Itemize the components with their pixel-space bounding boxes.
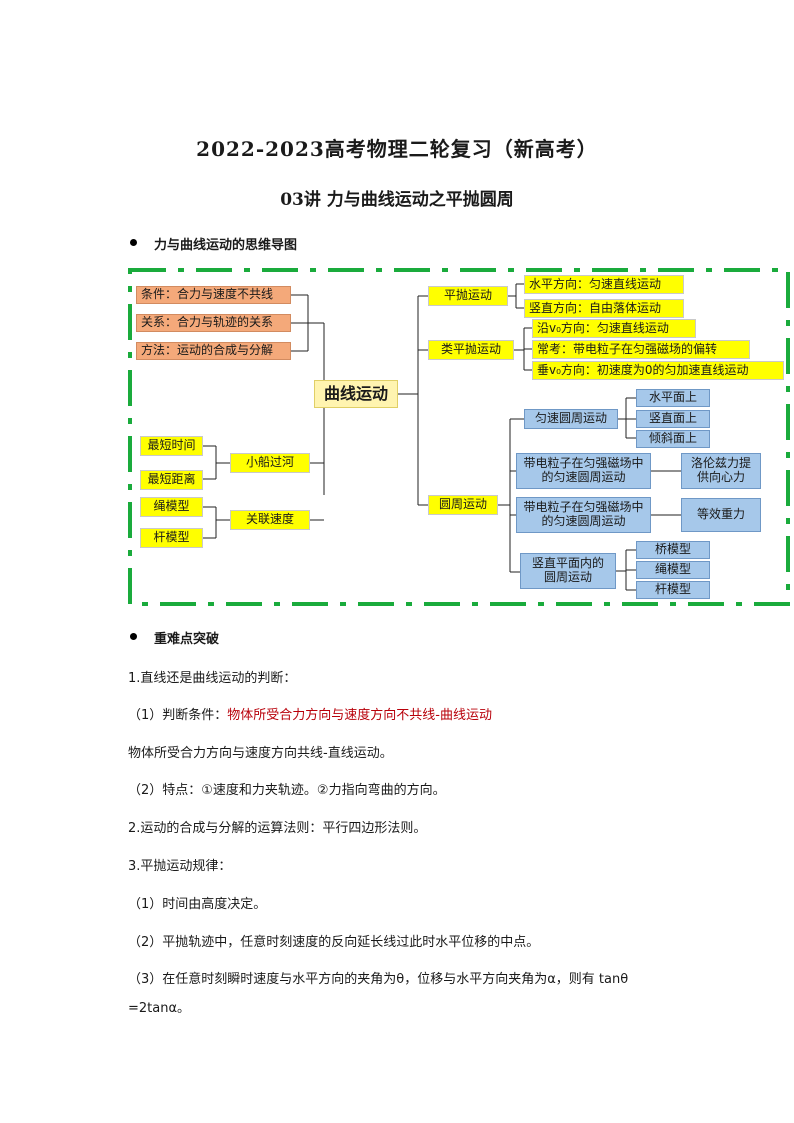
boat-crossing-node: 小船过河 [230,453,310,473]
charged-particle-node-2: 带电粒子在匀强磁场中的匀速圆周运动 [516,497,651,533]
paragraph-4: （2）特点：①速度和力夹轨迹。②力指向弯曲的方向。 [128,783,446,798]
condition-node: 条件：合力与速度不共线 [136,286,291,304]
bridge-model-node: 桥模型 [636,541,710,559]
connector-lines [203,283,681,591]
paragraph-5: 2.运动的合成与分解的运算法则：平行四边形法则。 [128,821,427,836]
vertical-circle-node: 竖直平面内的圆周运动 [520,553,616,589]
paragraph-6: 3.平抛运动规律： [128,859,232,874]
mind-map: 条件：合力与速度不共线 关系：合力与轨迹的关系 方法：运动的合成与分解 曲线运动… [128,268,790,606]
common-exam-node: 常考：带电粒子在匀强磁场的偏转 [532,340,750,359]
lecture-subtitle: 03讲 力与曲线运动之平抛圆周 [280,190,514,210]
linked-velocity-node: 关联速度 [230,510,310,530]
uniform-circular-node: 匀速圆周运动 [524,409,618,429]
paragraph-2-highlight: 物体所受合力方向与速度方向不共线-曲线运动 [227,708,492,723]
bullet-icon [130,633,137,640]
relation-node: 关系：合力与轨迹的关系 [136,314,291,332]
bullet-icon [130,239,137,246]
paragraph-8: （2）平抛轨迹中，任意时刻速度的反向延长线过此时水平位移的中点。 [128,935,540,950]
paragraph-2-prefix: （1）判断条件： [128,708,228,723]
horizontal-plane-node: 水平面上 [636,389,710,407]
key-points-heading-text: 重难点突破 [154,632,220,647]
shortest-distance-node: 最短距离 [140,470,203,490]
rope-model-node: 绳模型 [140,497,203,517]
charged-particle-node-1: 带电粒子在匀强磁场中的匀速圆周运动 [516,453,651,489]
quasi-projectile-node: 类平抛运动 [428,340,514,360]
method-node: 方法：运动的合成与分解 [136,342,291,360]
equivalent-gravity-node: 等效重力 [681,498,761,532]
mindmap-heading: 力与曲线运动的思维导图 [130,234,530,253]
paragraph-10: =2tanα。 [128,1001,191,1016]
mindmap-heading-text: 力与曲线运动的思维导图 [154,238,298,253]
vertical-plane-node: 竖直面上 [636,410,710,428]
lorentz-force-node: 洛伦兹力提供向心力 [681,453,761,489]
inclined-plane-node: 倾斜面上 [636,430,710,448]
along-v0-node: 沿v₀方向：匀速直线运动 [532,319,696,338]
key-points-heading: 重难点突破 [130,628,430,647]
mind-map-lines [128,268,790,606]
dashed-frame [128,268,790,606]
rod-model-circle-node: 杆模型 [636,581,710,599]
paragraph-7: （1）时间由高度决定。 [128,897,267,912]
paragraph-2: （1）判断条件：物体所受合力方向与速度方向不共线-曲线运动 [128,704,492,723]
shortest-time-node: 最短时间 [140,436,203,456]
vertical-direction-node: 竖直方向：自由落体运动 [524,299,684,318]
curve-motion-center-node: 曲线运动 [314,380,398,408]
perpendicular-v0-node: 垂v₀方向：初速度为0的匀加速直线运动 [532,361,784,380]
rod-model-node: 杆模型 [140,528,203,548]
projectile-motion-node: 平抛运动 [428,286,508,306]
paragraph-9: （3）在任意时刻瞬时速度与水平方向的夹角为θ，位移与水平方向夹角为α，则有 ta… [128,972,629,987]
horizontal-direction-node: 水平方向：匀速直线运动 [524,275,684,294]
rope-model-circle-node: 绳模型 [636,561,710,579]
document-title: 2022-2023高考物理二轮复习（新高考） [196,137,598,161]
paragraph-3: 物体所受合力方向与速度方向共线-直线运动。 [128,746,393,761]
paragraph-1: 1.直线还是曲线运动的判断： [128,671,297,686]
circular-motion-node: 圆周运动 [428,495,498,515]
